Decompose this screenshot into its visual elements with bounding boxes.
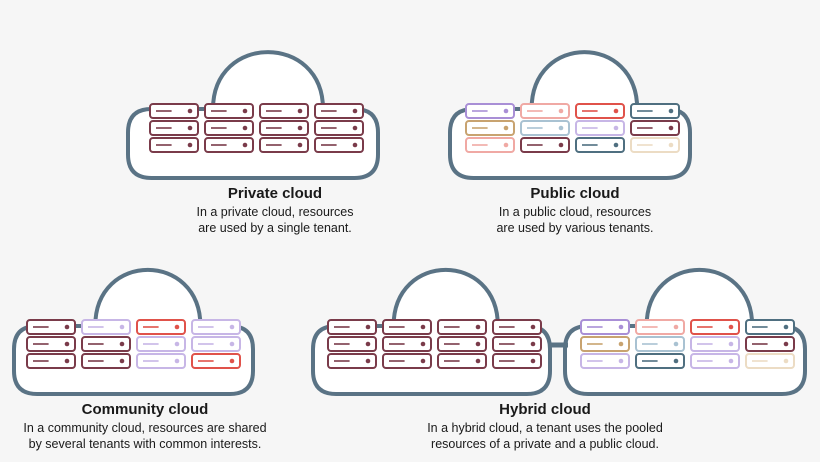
public-server-r3-c2 xyxy=(520,137,570,153)
private-server-r2-c1 xyxy=(149,120,199,136)
community-server-r1-c3 xyxy=(136,319,186,335)
public-cloud-title: Public cloud xyxy=(530,185,620,202)
hybrid-private-server-r2-c3 xyxy=(437,336,487,352)
public-cloud-desc-line1: In a public cloud, resources xyxy=(498,205,652,219)
hybrid-private-server-r2-c1 xyxy=(327,336,377,352)
public-server-r1-c4 xyxy=(630,103,680,119)
public-server-r2-c4 xyxy=(630,120,680,136)
community-server-r1-c4 xyxy=(191,319,241,335)
public-server-r2-c1 xyxy=(465,120,515,136)
public-server-r1-c2 xyxy=(520,103,570,119)
community-server-r2-c3 xyxy=(136,336,186,352)
public-cloud-desc-line2: are used by various tenants. xyxy=(496,221,654,235)
public-server-r3-c1 xyxy=(465,137,515,153)
private-server-r3-c1 xyxy=(149,137,199,153)
hybrid-private-server-r3-c2 xyxy=(382,353,432,369)
private-server-r3-c3 xyxy=(259,137,309,153)
hybrid-private-server-r1-c4 xyxy=(492,319,542,335)
hybrid-public-server-r1-c2 xyxy=(635,319,685,335)
hybrid-public-server-r1-c3 xyxy=(690,319,740,335)
community-server-r3-c2 xyxy=(81,353,131,369)
community-server-r2-c2 xyxy=(81,336,131,352)
community-cloud-title: Community cloud xyxy=(81,401,209,418)
hybrid-public-server-r2-c2 xyxy=(635,336,685,352)
private-server-r1-c4 xyxy=(314,103,364,119)
community-cloud-desc-line2: by several tenants with common interests… xyxy=(28,437,262,451)
private-cloud-desc-line2: are used by a single tenant. xyxy=(198,221,352,235)
hybrid-public-server-r3-c2 xyxy=(635,353,685,369)
private-server-r3-c4 xyxy=(314,137,364,153)
community-server-r1-c1 xyxy=(26,319,76,335)
hybrid-public-server-r3-c4 xyxy=(745,353,795,369)
private-cloud-caption: Private cloud In a private cloud, resour… xyxy=(130,184,420,236)
hybrid-private-server-r1-c2 xyxy=(382,319,432,335)
hybrid-public-server-r2-c4 xyxy=(745,336,795,352)
private-server-r1-c3 xyxy=(259,103,309,119)
hybrid-private-server-r2-c2 xyxy=(382,336,432,352)
community-server-r2-c4 xyxy=(191,336,241,352)
public-server-r1-c1 xyxy=(465,103,515,119)
private-cloud-desc-line1: In a private cloud, resources xyxy=(196,205,354,219)
private-server-r1-c2 xyxy=(204,103,254,119)
community-cloud-desc-line1: In a community cloud, resources are shar… xyxy=(23,421,267,435)
public-server-r2-c3 xyxy=(575,120,625,136)
private-server-r2-c3 xyxy=(259,120,309,136)
hybrid-cloud-desc-line1: In a hybrid cloud, a tenant uses the poo… xyxy=(427,421,663,435)
hybrid-public-server-r1-c1 xyxy=(580,319,630,335)
public-server-r2-c2 xyxy=(520,120,570,136)
hybrid-private-server-r3-c1 xyxy=(327,353,377,369)
community-cloud-caption: Community cloud In a community cloud, re… xyxy=(0,400,290,452)
public-server-r1-c3 xyxy=(575,103,625,119)
private-server-r3-c2 xyxy=(204,137,254,153)
private-server-r2-c4 xyxy=(314,120,364,136)
hybrid-private-server-r1-c3 xyxy=(437,319,487,335)
public-cloud-caption: Public cloud In a public cloud, resource… xyxy=(430,184,720,236)
hybrid-cloud-title: Hybrid cloud xyxy=(499,401,591,418)
hybrid-private-server-r3-c3 xyxy=(437,353,487,369)
hybrid-public-server-r3-c1 xyxy=(580,353,630,369)
community-server-r3-c1 xyxy=(26,353,76,369)
hybrid-private-server-r2-c4 xyxy=(492,336,542,352)
hybrid-public-server-r2-c1 xyxy=(580,336,630,352)
hybrid-private-server-r1-c1 xyxy=(327,319,377,335)
community-server-r3-c3 xyxy=(136,353,186,369)
private-server-r2-c2 xyxy=(204,120,254,136)
hybrid-public-server-r2-c3 xyxy=(690,336,740,352)
private-server-r1-c1 xyxy=(149,103,199,119)
private-cloud-title: Private cloud xyxy=(227,185,323,202)
public-server-r3-c4 xyxy=(630,137,680,153)
hybrid-public-server-r3-c3 xyxy=(690,353,740,369)
hybrid-private-server-r3-c4 xyxy=(492,353,542,369)
hybrid-cloud-desc-line2: resources of a private and a public clou… xyxy=(431,437,659,451)
hybrid-public-server-r1-c4 xyxy=(745,319,795,335)
community-server-r1-c2 xyxy=(81,319,131,335)
community-server-r3-c4 xyxy=(191,353,241,369)
community-server-r2-c1 xyxy=(26,336,76,352)
hybrid-cloud-caption: Hybrid cloud In a hybrid cloud, a tenant… xyxy=(395,400,695,452)
public-server-r3-c3 xyxy=(575,137,625,153)
